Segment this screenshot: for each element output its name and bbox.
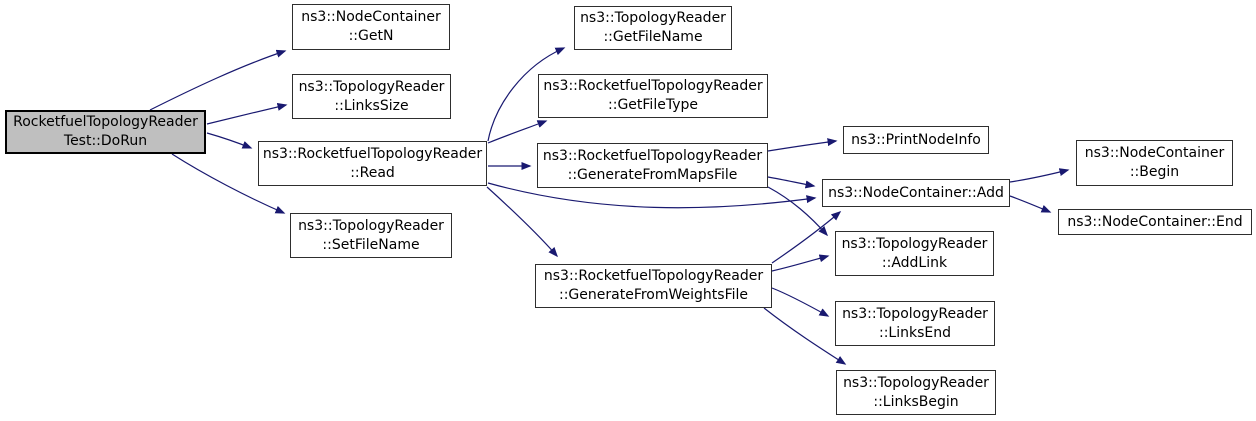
node-linksbegin[interactable]: ns3::TopologyReader ::LinksBegin [836, 370, 996, 415]
node-begin[interactable]: ns3::NodeContainer ::Begin [1076, 140, 1233, 186]
node-linkssize[interactable]: ns3::TopologyReader ::LinksSize [292, 74, 451, 119]
node-read[interactable]: ns3::RocketfuelTopologyReader ::Read [258, 141, 487, 186]
edge-dorun-getn [149, 49, 287, 111]
node-getn[interactable]: ns3::NodeContainer ::GetN [292, 4, 450, 50]
node-mapsfile[interactable]: ns3::RocketfuelTopologyReader ::Generate… [537, 143, 768, 188]
node-getfilename[interactable]: ns3::TopologyReader ::GetFileName [574, 6, 732, 50]
node-end[interactable]: ns3::NodeContainer::End [1058, 209, 1252, 235]
edge-mapsfile-add [767, 176, 816, 189]
edge-read-add [487, 182, 817, 209]
node-setfilename[interactable]: ns3::TopologyReader ::SetFileName [290, 213, 452, 258]
edge-add-begin [1009, 168, 1070, 183]
edge-dorun-linkssize [206, 103, 288, 125]
edge-add-end [1009, 195, 1052, 213]
node-getfiletype[interactable]: ns3::RocketfuelTopologyReader ::GetFileT… [538, 74, 768, 118]
edge-weightsfile-linksbegin [763, 307, 847, 365]
edge-mapsfile-addlink [767, 186, 829, 237]
edge-weightsfile-linksend [771, 287, 830, 317]
edge-dorun-read [206, 132, 253, 149]
edge-read-weightsfile [486, 186, 558, 258]
node-weightsfile[interactable]: ns3::RocketfuelTopologyReader ::Generate… [535, 264, 772, 308]
node-add[interactable]: ns3::NodeContainer::Add [822, 179, 1010, 207]
node-addlink[interactable]: ns3::TopologyReader ::AddLink [835, 231, 994, 276]
edge-mapsfile-printnodeinfo [767, 138, 838, 152]
edge-weightsfile-add [771, 211, 842, 264]
edge-dorun-setfilename [171, 153, 286, 214]
node-dorun: RocketfuelTopologyReader Test::DoRun [5, 110, 206, 154]
node-linksend[interactable]: ns3::TopologyReader ::LinksEnd [835, 301, 995, 346]
edge-read-getfilename [487, 47, 566, 142]
edge-read-getfiletype [487, 120, 548, 144]
edge-weightsfile-addlink [771, 254, 830, 272]
node-printnodeinfo[interactable]: ns3::PrintNodeInfo [843, 126, 989, 154]
